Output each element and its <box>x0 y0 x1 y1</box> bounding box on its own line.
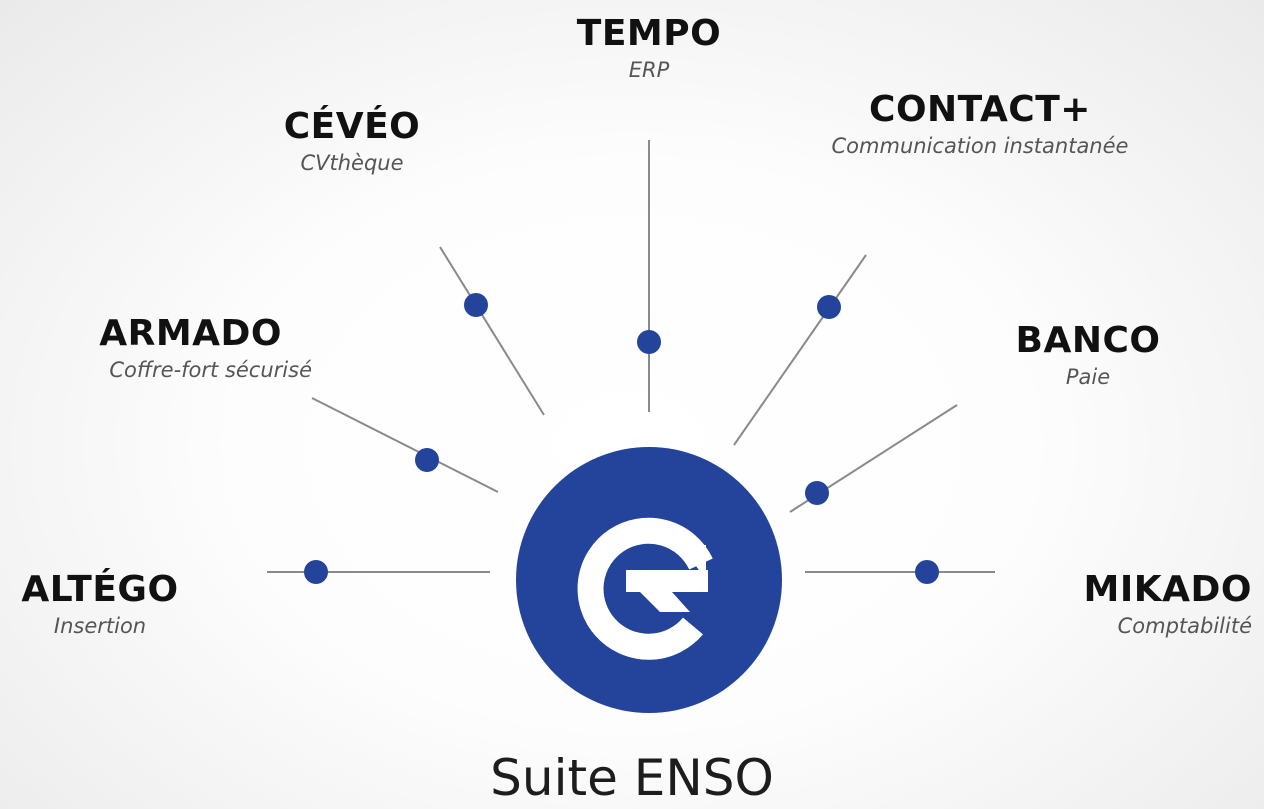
node-ceveo[interactable]: CÉVÉO CVthèque <box>252 105 452 177</box>
node-name: CÉVÉO <box>283 106 421 147</box>
connector-line-armado <box>311 397 499 493</box>
connector-dot-armado <box>415 448 439 472</box>
connector-dot-ceveo <box>464 293 488 317</box>
node-armado[interactable]: ARMADO Coffre-fort sécurisé <box>20 312 312 384</box>
connector-dot-contact <box>817 295 841 319</box>
node-name: ARMADO <box>99 313 282 354</box>
connector-line-ceveo <box>439 246 545 416</box>
node-subtitle: Coffre-fort sécurisé <box>109 358 312 382</box>
node-name: BANCO <box>1015 320 1161 361</box>
connector-line-contact <box>733 254 867 446</box>
enso-e-logo-icon <box>577 517 713 660</box>
node-banco[interactable]: BANCO Paie <box>988 319 1188 391</box>
node-subtitle: Comptabilité <box>1117 614 1252 638</box>
node-name: TEMPO <box>576 13 722 54</box>
hub-circle <box>516 447 782 713</box>
node-name: MIKADO <box>1083 569 1252 610</box>
node-name: CONTACT+ <box>869 89 1091 130</box>
node-contact[interactable]: CONTACT+ Communication instantanée <box>770 88 1190 160</box>
node-subtitle: CVthèque <box>300 151 404 175</box>
connector-dot-tempo <box>637 330 661 354</box>
connector-dots <box>304 293 939 584</box>
node-subtitle: Insertion <box>53 614 147 638</box>
suite-title: Suite ENSO <box>490 749 774 807</box>
node-tempo[interactable]: TEMPO ERP <box>549 12 749 84</box>
connector-lines <box>267 140 995 573</box>
connector-dot-mikado <box>915 560 939 584</box>
connector-dot-altego <box>304 560 328 584</box>
node-altego[interactable]: ALTÉGO Insertion <box>0 568 200 640</box>
node-mikado[interactable]: MIKADO Comptabilité <box>1044 568 1252 640</box>
node-subtitle: Paie <box>1065 365 1111 389</box>
connector-dot-banco <box>805 481 829 505</box>
node-name: ALTÉGO <box>21 569 179 610</box>
node-subtitle: ERP <box>628 58 670 82</box>
node-subtitle: Communication instantanée <box>831 134 1129 158</box>
